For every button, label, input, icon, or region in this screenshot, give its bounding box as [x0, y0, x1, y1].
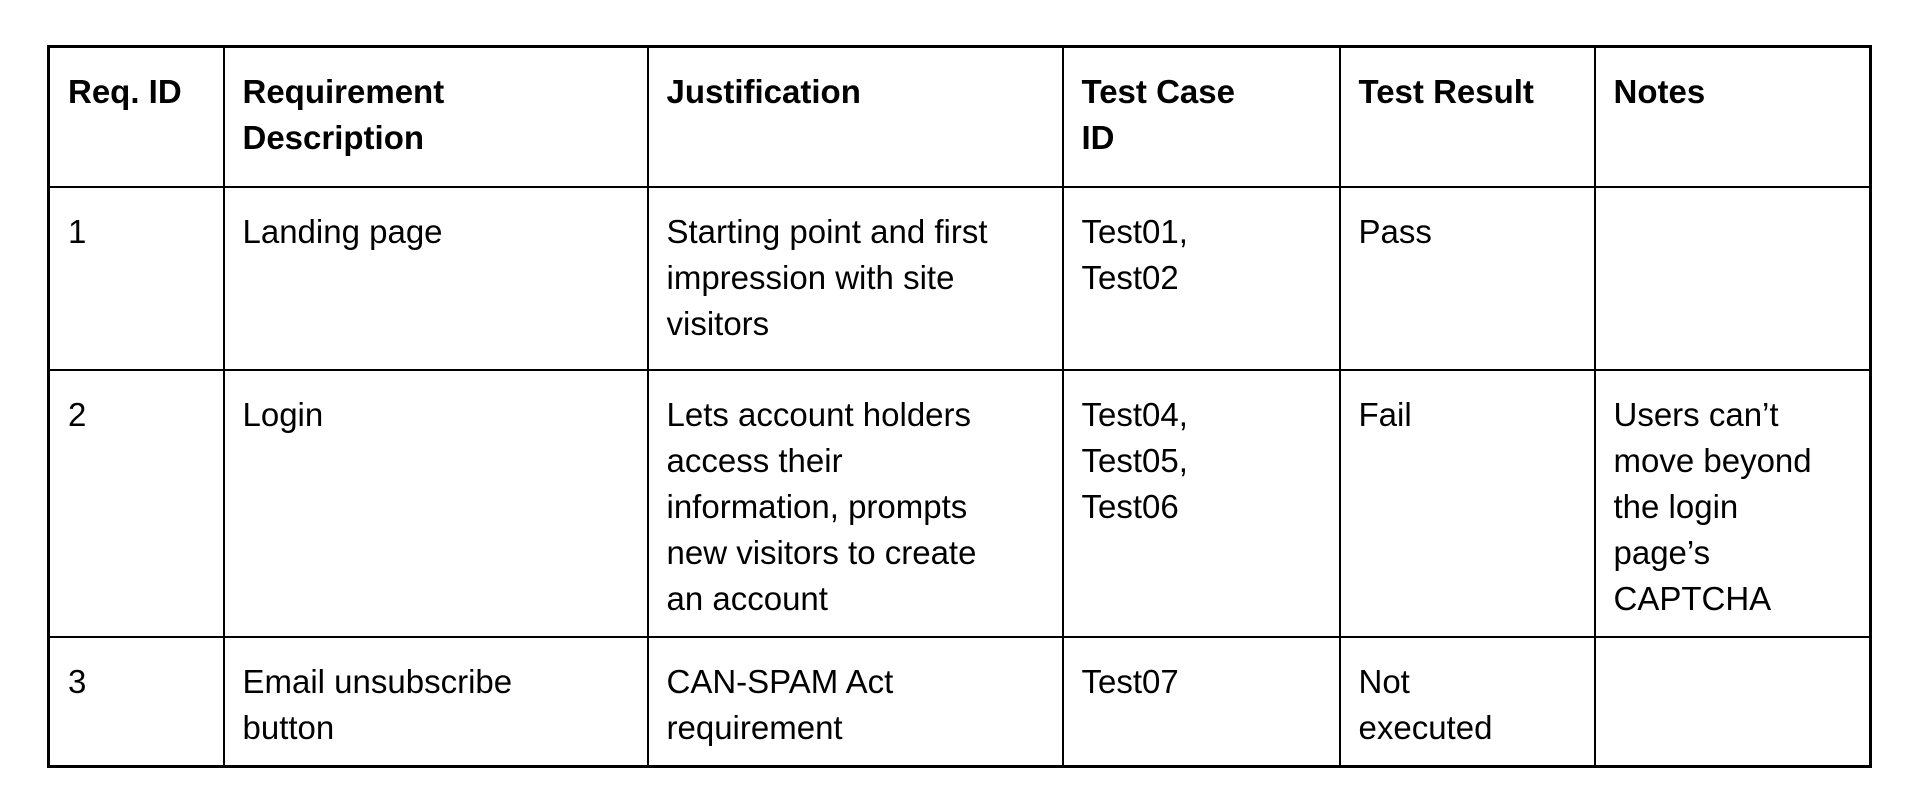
table-header-row: Req. ID Requirement Description Justific…: [47, 45, 1872, 188]
column-header-test-result: Test Result: [1338, 45, 1596, 188]
cell-test-result: Fail: [1338, 368, 1596, 638]
cell-notes: [1593, 635, 1872, 767]
cell-test-result: Not executed: [1338, 635, 1596, 767]
cell-requirement-description: Landing page: [222, 185, 649, 371]
cell-test-case-id: Test04, Test05, Test06: [1061, 368, 1341, 638]
cell-requirement-description: Email unsubscribe button: [222, 635, 649, 767]
cell-justification: Starting point and first impression with…: [646, 185, 1064, 371]
cell-req-id: 1: [47, 185, 225, 371]
column-header-notes: Notes: [1593, 45, 1872, 188]
column-header-req-id: Req. ID: [47, 45, 225, 188]
column-header-test-case-id: Test Case ID: [1061, 45, 1341, 188]
cell-test-result: Pass: [1338, 185, 1596, 371]
cell-justification: Lets account holders access their inform…: [646, 368, 1064, 638]
cell-notes: [1593, 185, 1872, 371]
cell-requirement-description: Login: [222, 368, 649, 638]
cell-test-case-id: Test07: [1061, 635, 1341, 767]
table-row: 2 Login Lets account holders access thei…: [47, 368, 1872, 638]
cell-req-id: 2: [47, 368, 225, 638]
cell-justification: CAN-SPAM Act requirement: [646, 635, 1064, 767]
table-row: 3 Email unsubscribe button CAN-SPAM Act …: [47, 635, 1872, 767]
requirements-traceability-table: Req. ID Requirement Description Justific…: [47, 45, 1872, 768]
cell-req-id: 3: [47, 635, 225, 767]
column-header-justification: Justification: [646, 45, 1064, 188]
column-header-requirement-description: Requirement Description: [222, 45, 649, 188]
table-row: 1 Landing page Starting point and first …: [47, 185, 1872, 371]
cell-notes: Users can’t move beyond the login page’s…: [1593, 368, 1872, 638]
cell-test-case-id: Test01, Test02: [1061, 185, 1341, 371]
